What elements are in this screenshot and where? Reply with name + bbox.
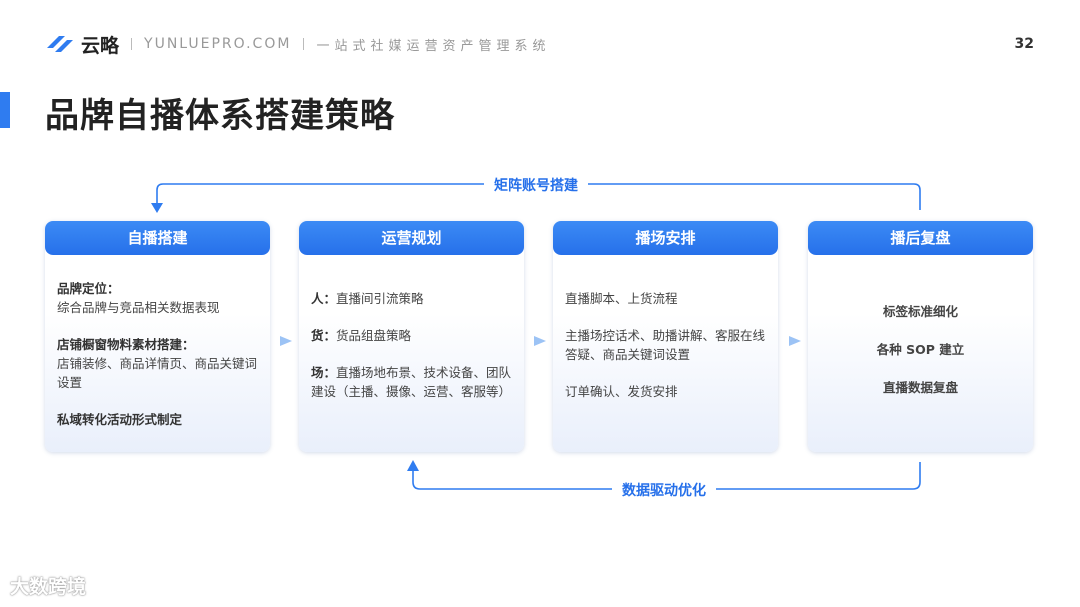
item-heading: 店铺橱窗物料素材搭建： [57,337,195,352]
item-heading: 品牌定位： [57,281,120,296]
flow-arrow-icon [280,336,292,346]
bottom-loop-arrowhead [407,460,419,471]
card-self-broadcast-setup: 自播搭建 品牌定位： 综合品牌与竞品相关数据表现 店铺橱窗物料素材搭建： 店铺装修、… [45,221,270,452]
logo-icon [47,36,73,52]
item-heading: 场： [311,365,337,380]
watermark: 大数跨境 [10,572,86,599]
brand-name: 云略 [81,34,120,57]
flow-arrow-icon [534,336,546,346]
divider [131,38,133,50]
card-operation-planning: 运营规划 人：直播间引流策略 货：货品组盘策略 场：直播场地布景、技术设备、团队… [299,221,524,452]
item-text: 直播场地布景、技术设备、团队建设（主播、摄像、运营、客服等） [311,365,512,399]
item-text: 货品组盘策略 [336,328,412,343]
divider [303,38,305,50]
item-text: 直播数据复盘 [882,380,958,395]
slogan: 一站式社媒运营资产管理系统 [316,38,551,54]
flow-arrow-icon [789,336,801,346]
item-text: 店铺装修、商品详情页、商品关键词设置 [57,356,258,390]
top-loop-arrowhead [151,203,163,213]
item-text: 直播间引流策略 [336,291,424,306]
site-url: YUNLUEPRO.COM [144,36,292,52]
item-text: 综合品牌与竞品相关数据表现 [57,300,220,315]
item-text: 各种 SOP 建立 [876,342,965,357]
card-title: 运营规划 [299,221,524,255]
card-title: 播后复盘 [808,221,1033,255]
item-heading: 人： [311,291,337,306]
header: 云略 YUNLUEPRO.COM 一站式社媒运营资产管理系统 [45,32,551,57]
card-session-arrangement: 播场安排 直播脚本、上货流程 主播场控话术、助播讲解、客服在线答疑、商品关键词设… [553,221,778,452]
loop-bottom-label: 数据驱动优化 [612,480,716,500]
item-heading: 货： [311,328,337,343]
card-title: 自播搭建 [45,221,270,255]
item-text: 订单确认、发货安排 [565,384,678,399]
page-title: 品牌自播体系搭建策略 [45,96,395,136]
item-text: 直播脚本、上货流程 [565,291,678,306]
watermark-text: 大数跨境 [10,576,87,598]
loop-top-label: 矩阵账号搭建 [484,175,588,195]
card-title: 播场安排 [553,221,778,255]
card-post-broadcast-review: 播后复盘 标签标准细化 各种 SOP 建立 直播数据复盘 [808,221,1033,452]
item-text: 标签标准细化 [882,304,958,319]
item-heading: 私域转化活动形式制定 [57,412,183,427]
title-accent-bar [0,92,10,128]
page-number: 32 [1014,36,1034,52]
item-text: 主播场控话术、助播讲解、客服在线答疑、商品关键词设置 [565,328,766,362]
